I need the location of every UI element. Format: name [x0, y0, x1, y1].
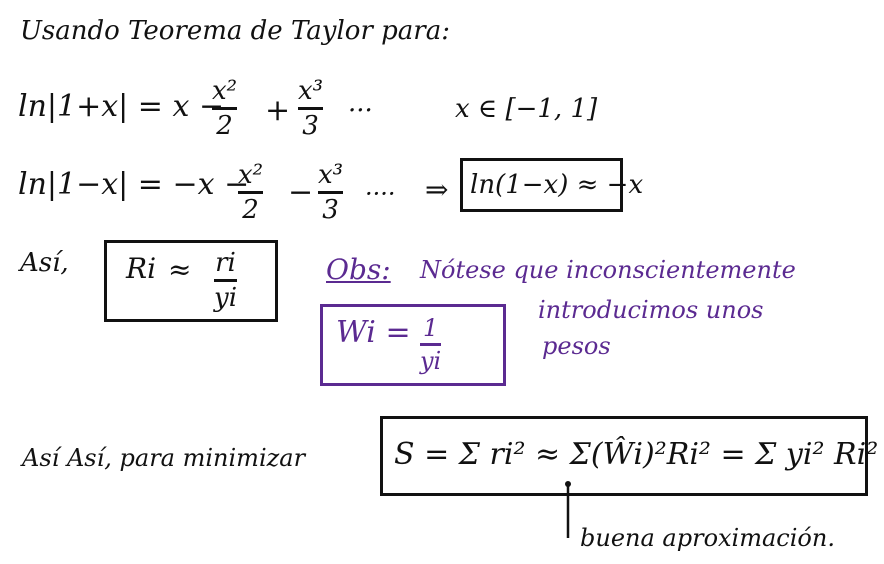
line2-frac1-num: x²	[238, 160, 264, 190]
fraction-bar	[298, 107, 324, 110]
obs-label: Obs:	[326, 253, 391, 286]
wi-frac: 1 yi	[420, 314, 442, 375]
wi-frac-den: yi	[420, 347, 442, 375]
title: Usando Teorema de Taylor para:	[20, 16, 450, 46]
line2-frac1-den: 2	[242, 195, 259, 225]
ri-approx: ≈	[168, 253, 192, 286]
obs-line1: Nótese que inconscientemente	[420, 256, 796, 284]
line1-domain: x ∈ [−1, 1]	[455, 94, 598, 124]
fraction-bar	[212, 107, 238, 110]
line2-frac2-den: 3	[322, 195, 339, 225]
line2-frac2: x³ 3	[318, 160, 344, 225]
wi-box	[320, 304, 506, 386]
line2-frac1: x² 2	[238, 160, 264, 225]
asi-label: Así,	[20, 248, 69, 278]
boxed-approximation-text: ln(1−x) ≈ −x	[470, 170, 644, 200]
annotation-pointer	[565, 481, 571, 538]
obs-line2: introducimos unos	[538, 296, 764, 324]
fraction-bar	[318, 191, 344, 194]
fraction-bar	[238, 191, 264, 194]
wi-frac-num: 1	[422, 314, 439, 342]
line2-lhs: ln|1−x| = −x −	[18, 167, 250, 202]
ri-frac-num: ri	[215, 248, 236, 278]
ri-frac: ri yi	[214, 248, 238, 313]
line2-implies: ⇒	[425, 173, 449, 206]
line1-frac1-num: x²	[212, 76, 238, 106]
fraction-bar	[420, 343, 442, 346]
line1-frac2: x³ 3	[298, 76, 324, 141]
line2-dots: ····	[365, 180, 396, 208]
boxed-approximation	[460, 158, 623, 212]
fraction-bar	[214, 279, 238, 282]
line1-plus: +	[265, 93, 291, 128]
sum-formula: S = Σ ri² ≈ Σ(Ŵi)²Ri² = Σ yi² Ri²	[394, 437, 879, 472]
line2-minus: −	[288, 175, 314, 210]
line2-frac2-num: x³	[318, 160, 344, 190]
ri-box	[104, 240, 278, 322]
sum-box	[380, 416, 868, 496]
ri-frac-den: yi	[214, 283, 238, 313]
line1-frac1: x² 2	[212, 76, 238, 141]
line1-frac1-den: 2	[216, 111, 233, 141]
wi-lhs: Wi =	[336, 315, 411, 350]
line1-frac2-den: 3	[302, 111, 319, 141]
bottom-prefix: Así Así, para minimizar	[22, 444, 306, 472]
obs-line3: pesos	[542, 332, 611, 360]
line1-lhs: ln|1+x| = x −	[18, 89, 225, 124]
annotation-text: buena aproximación.	[580, 524, 835, 552]
line1-frac2-num: x³	[298, 76, 324, 106]
line1-dots: ···	[348, 96, 373, 126]
ri-lhs: Ri	[126, 252, 157, 285]
